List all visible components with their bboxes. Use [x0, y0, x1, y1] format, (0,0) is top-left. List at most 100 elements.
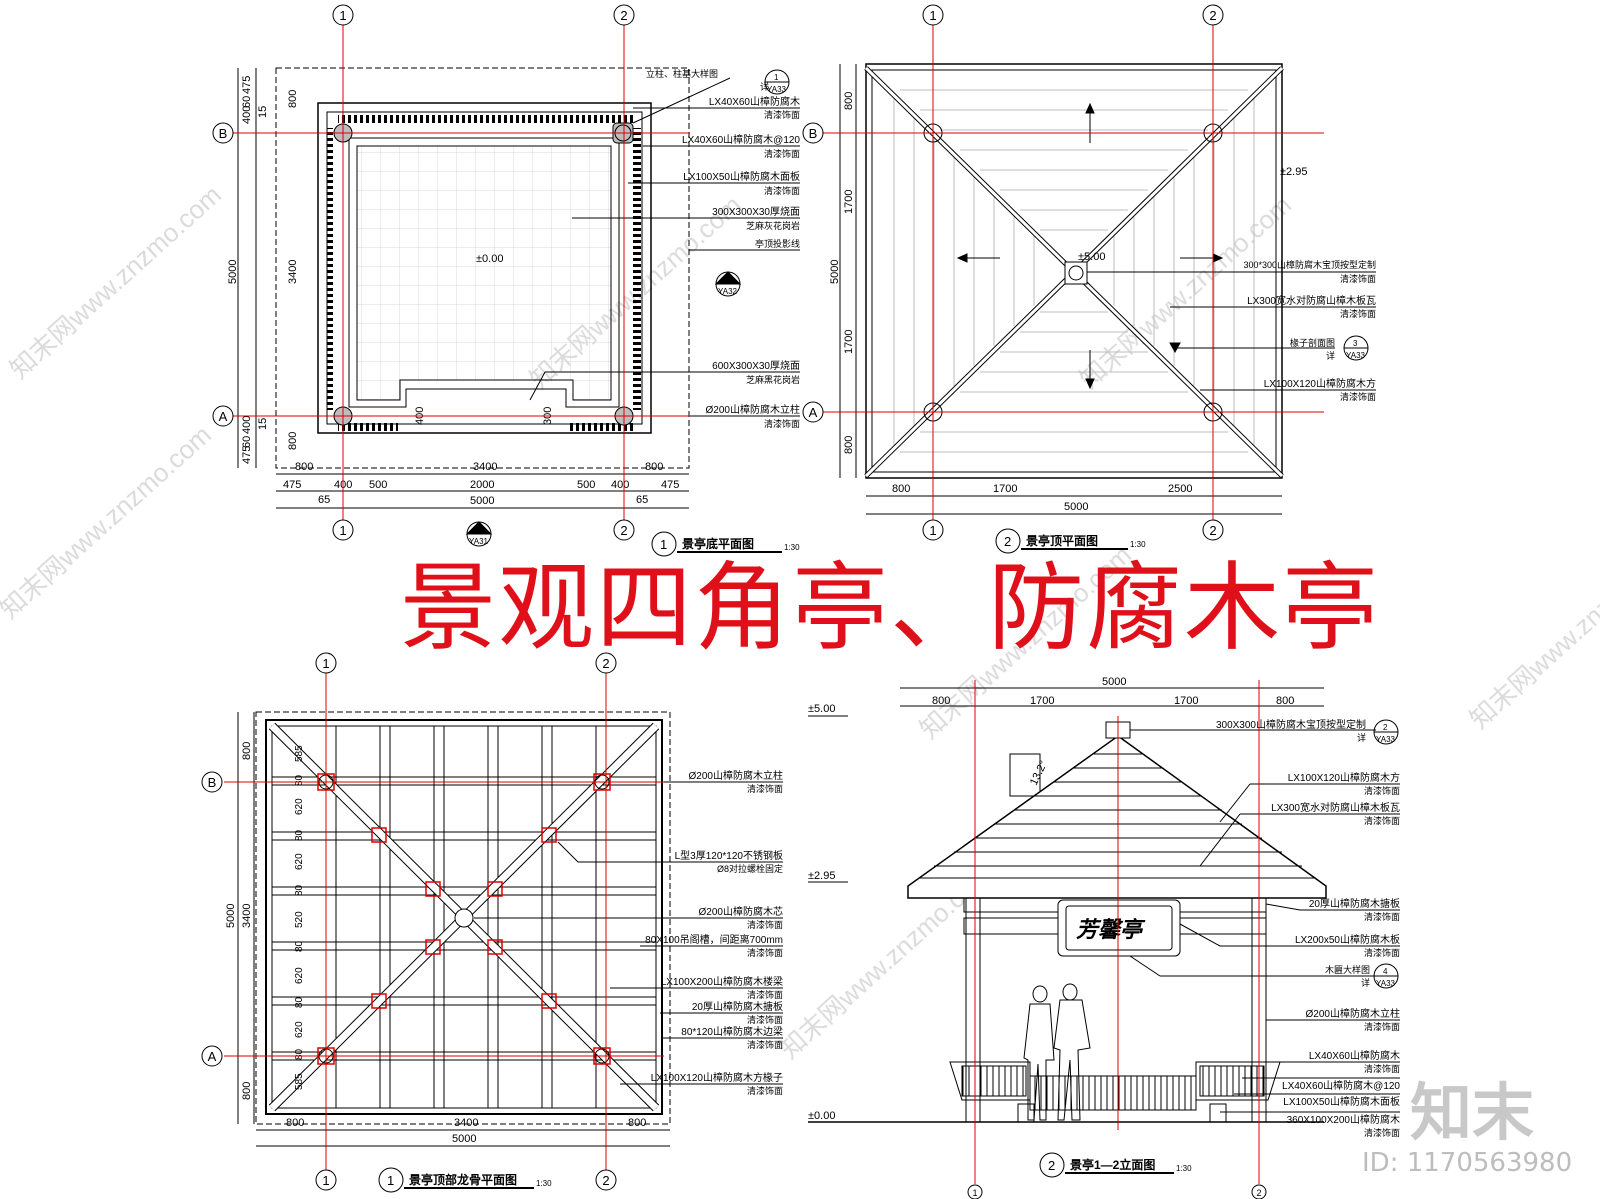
plan-base-tags: 1 YA33 1 YA32 1 YA31: [465, 69, 790, 547]
plan-framing-text: 800 3400 800 5000 800 3400 800 5000: [225, 742, 646, 1145]
detail-tag-num: 1: [476, 525, 481, 534]
callout-text: 清漆饰面: [747, 989, 783, 1000]
axis-tag-2: 2: [602, 1173, 609, 1188]
callout-text: 清漆饰面: [747, 1014, 783, 1025]
callout-text: LX100X200山樟防腐木楼梁: [661, 975, 783, 988]
dim-text: 3400: [241, 904, 253, 928]
railing-left: [327, 128, 339, 410]
railing-bottom-left: [338, 421, 398, 431]
callout-text: LX100X50山樟防腐木面板: [683, 170, 800, 183]
detail-tag-num: 2: [1383, 723, 1388, 732]
plan-roof-callouts: 300*300山樟防腐木宝顶按型定制 清漆饰面 LX300宽水对防腐山樟木板瓦 …: [1087, 259, 1376, 402]
callout-text: 详: [760, 81, 769, 92]
detail-tag-ref: YA33: [1346, 351, 1366, 360]
dim-text: 620: [294, 1021, 305, 1038]
railing: [1029, 1075, 1197, 1111]
dim-text: 620: [294, 853, 305, 870]
callout-text: Ø200山樟防腐木立柱: [706, 403, 800, 416]
axis-tag-2: 2: [1209, 523, 1216, 538]
callout-text: LX40X60山樟防腐木: [1309, 1049, 1400, 1062]
people-figures: [1023, 983, 1091, 1121]
callout-text: LX100X120山樟防腐木方: [1288, 771, 1400, 784]
level-mark: ±5.00: [1078, 251, 1105, 263]
callout-text: 300X300X30厚烧面: [712, 205, 800, 218]
elevation-title: 2 景亭1—2立面图 1:30: [1039, 1152, 1192, 1178]
axis-tag-2: 2: [1256, 1188, 1261, 1198]
callout-text: LX40X60山樟防腐木@120: [1282, 1079, 1400, 1092]
plan-base: [237, 67, 690, 509]
dim-text: 585: [294, 745, 305, 762]
sign-board: [1057, 899, 1181, 957]
drawing-title: 景亭顶平面图: [1026, 533, 1098, 548]
dim-text: 800: [843, 436, 855, 454]
level-mark: ±2.95: [808, 870, 835, 882]
dim-text: 60: [241, 436, 253, 448]
dim-total: 5000: [225, 904, 237, 928]
dim-text: 400: [611, 479, 629, 491]
dim-text: 800: [286, 1117, 304, 1129]
title-num: 2: [1004, 534, 1011, 549]
callout-text: 清漆饰面: [747, 1085, 783, 1096]
axis-tag-B: B: [208, 775, 217, 790]
callout-text: Ø8对拉螺栓固定: [717, 863, 783, 874]
brand-logo-text: 知末: [1410, 1076, 1535, 1149]
dim-text: 475: [661, 479, 679, 491]
dim-text: 1700: [993, 483, 1017, 495]
callout-text: 清漆饰面: [747, 919, 783, 930]
callout-text: 清漆饰面: [764, 109, 800, 120]
image-id: ID: 1170563980: [1362, 1148, 1573, 1178]
dim-text: 60: [241, 96, 253, 108]
column-left: [965, 897, 981, 1123]
callout-text: 20厚山樟防腐木搪板: [1309, 897, 1400, 910]
dim-text: 800: [892, 483, 910, 495]
level-mark: ±5.00: [808, 703, 835, 715]
axis-tag-1: 1: [972, 1188, 977, 1198]
dim-text: 475: [241, 446, 253, 464]
axis-tag-2: 2: [620, 8, 627, 23]
callout-text: 清漆饰面: [1364, 947, 1400, 958]
callout-text: LX100X120山樟防腐木方: [1264, 377, 1376, 390]
level-mark: ±0.00: [476, 253, 503, 265]
axis-tag-2: 2: [602, 656, 609, 671]
dim-text: 800: [843, 92, 855, 110]
callout-text: LX300宽水对防腐山樟木板瓦: [1271, 801, 1400, 814]
axis-tag-1: 1: [929, 8, 936, 23]
roof-outline: [865, 63, 1283, 479]
axis-tag-2: 2: [1209, 8, 1216, 23]
detail-tag-num: 4: [1383, 967, 1388, 976]
callout-text: 清漆饰面: [747, 783, 783, 794]
dim-text: 1700: [843, 190, 855, 214]
footing-right: [1209, 1103, 1227, 1123]
drawing-scale: 1:30: [784, 543, 800, 552]
callout-text: LX40X60山樟防腐木: [709, 95, 800, 108]
dim-text: 15: [257, 106, 269, 118]
detail-tag-ref: YA31: [469, 537, 489, 546]
sign-text: 芳馨亭: [1076, 917, 1146, 942]
dim-total: 5000: [1102, 676, 1126, 688]
title-num: 2: [1048, 1158, 1055, 1173]
title-num: 1: [387, 1173, 394, 1188]
callout-text: Ø200山樟防腐木立柱: [1306, 1007, 1400, 1020]
dim-text: 400: [241, 106, 253, 124]
dim-text: 620: [294, 967, 305, 984]
callout-text: Ø200山樟防腐木立柱: [689, 769, 783, 782]
detail-tag-ref: YA32: [718, 287, 738, 296]
callout-text: 木匾大样图: [1325, 964, 1370, 975]
dim-text: 800: [628, 1117, 646, 1129]
dim-text: 80: [294, 829, 305, 841]
dim-text: 80: [294, 1048, 305, 1060]
callout-text: 清漆饰面: [747, 1039, 783, 1050]
dim-text: 475: [283, 479, 301, 491]
king-post: [454, 908, 474, 928]
axis-lines: [224, 24, 1324, 1184]
detail-tag-ref: YA33: [767, 85, 787, 94]
axis-tag-1: 1: [339, 523, 346, 538]
dim-text: 2500: [1168, 483, 1192, 495]
paving-boundary: [356, 145, 612, 401]
callout-text: 清漆饰面: [1364, 785, 1400, 796]
dim-text: 80: [294, 774, 305, 786]
callout-text: 清漆饰面: [1364, 1063, 1400, 1074]
plan-base-text: 800 3400 800 475 400 500 2000 500 400 47…: [227, 76, 679, 507]
dim-total: 5000: [1064, 501, 1088, 513]
axis-tag-A: A: [208, 1049, 217, 1064]
